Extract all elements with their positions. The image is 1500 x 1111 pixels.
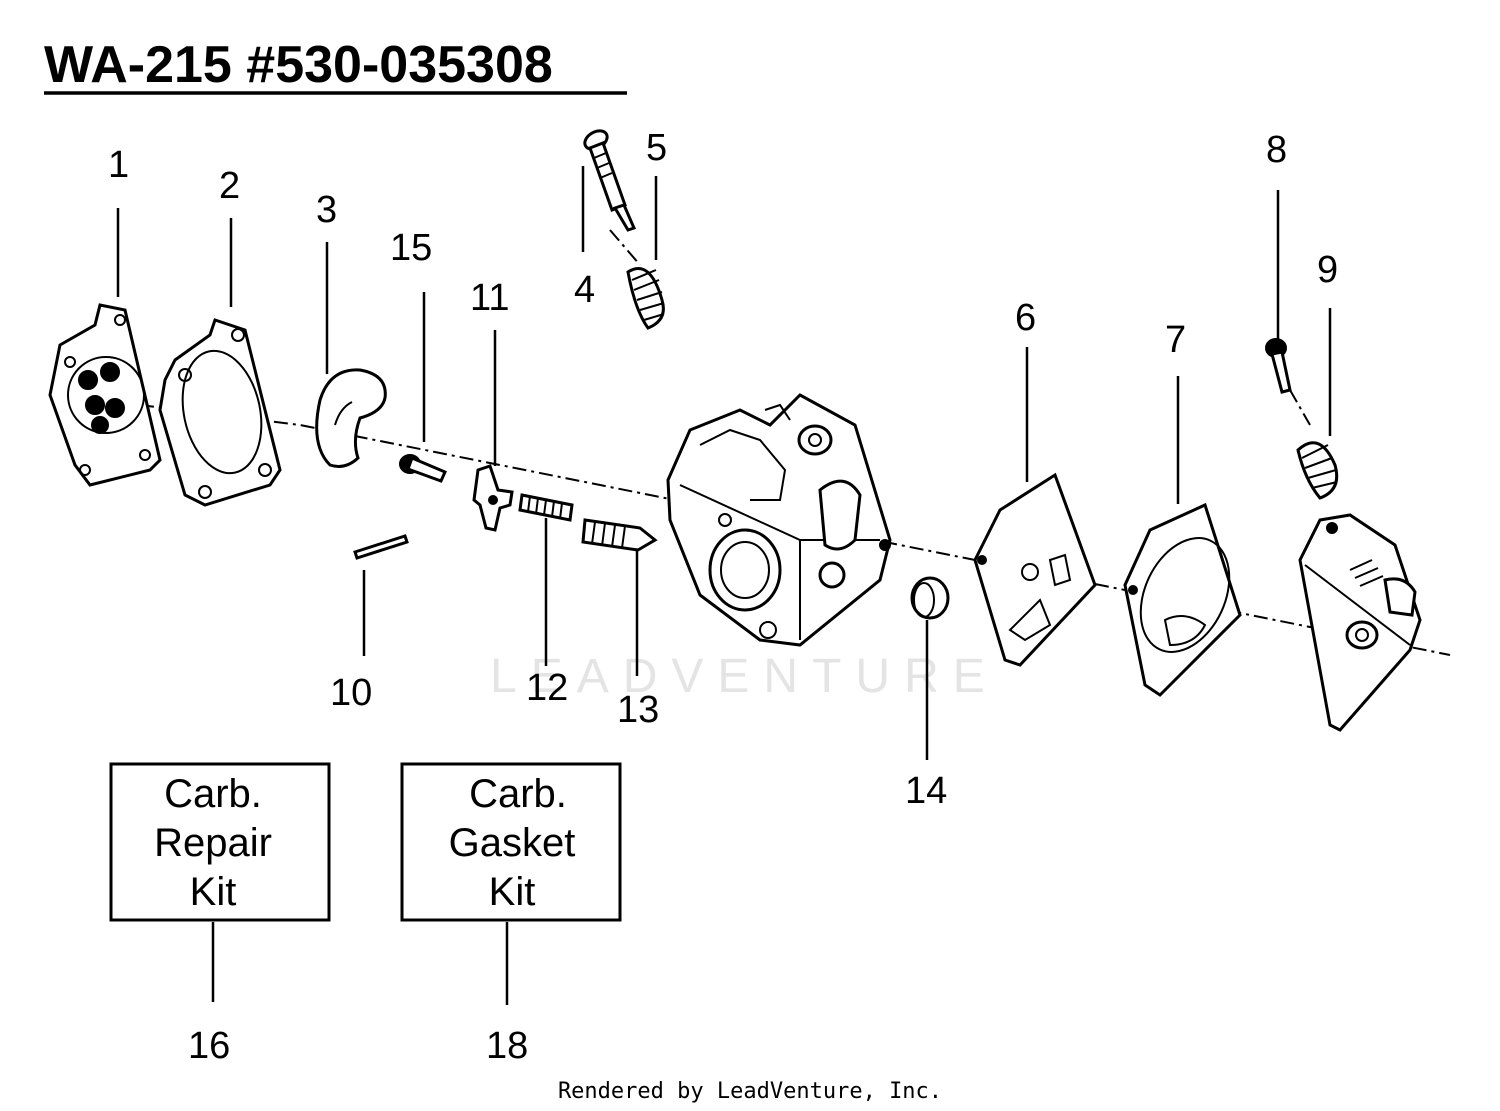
leader-lines	[116, 166, 1332, 1005]
callout-14: 14	[905, 770, 947, 812]
callout-1: 1	[108, 144, 129, 186]
part-14-welch-plug	[910, 576, 950, 620]
callout-9: 9	[1317, 249, 1338, 291]
callout-4: 4	[574, 269, 595, 311]
part-1-pump-cover	[48, 303, 162, 487]
part-8-adjusting-screw	[1265, 338, 1292, 394]
repair-kit-line-1: Carb.	[164, 772, 262, 816]
callout-18: 18	[486, 1025, 528, 1067]
carburetor-body	[666, 393, 892, 647]
axis-line-9	[1289, 389, 1311, 426]
callout-15: 15	[390, 227, 432, 269]
gasket-kit-line-2: Gasket	[449, 821, 576, 865]
callout-2: 2	[219, 165, 240, 207]
gasket-kit-line-3: Kit	[489, 870, 536, 914]
metering-cover	[1298, 513, 1422, 732]
gasket-kit-line-1: Carb.	[469, 772, 567, 816]
page-title: WA-215 #530-035308	[44, 36, 553, 94]
part-5-needle-spring	[626, 267, 665, 330]
part-2-pump-gasket	[158, 318, 282, 507]
carb-gasket-kit-box: Carb. Gasket Kit	[400, 762, 622, 922]
repair-kit-line-2: Repair	[154, 821, 272, 865]
part-4-adjusting-needle	[583, 129, 637, 232]
callout-12: 12	[526, 667, 568, 709]
part-11-metering-lever	[472, 464, 514, 532]
callout-5: 5	[646, 127, 667, 169]
callout-10: 10	[330, 672, 372, 714]
part-7-metering-diaphragm	[1123, 502, 1242, 697]
callout-13: 13	[617, 689, 659, 731]
part-15-screw	[399, 454, 447, 483]
axis-line-5	[609, 229, 641, 266]
part-6-metering-gasket	[973, 472, 1097, 667]
callout-3: 3	[316, 189, 337, 231]
watermark-text: LEADVENTURE	[490, 650, 999, 703]
callout-16: 16	[188, 1025, 230, 1067]
callout-8: 8	[1266, 129, 1287, 171]
repair-kit-line-3: Kit	[190, 870, 237, 914]
part-9-screw-spring	[1296, 441, 1339, 500]
callout-11: 11	[470, 277, 509, 319]
part-10-pin	[353, 534, 409, 560]
carb-repair-kit-box: Carb. Repair Kit	[109, 762, 331, 922]
part-12-metering-spring	[518, 493, 574, 522]
part-3-pump-diaphragm	[315, 368, 387, 468]
callout-7: 7	[1165, 319, 1186, 361]
part-13-inlet-needle	[581, 518, 658, 552]
callout-6: 6	[1015, 297, 1036, 339]
footer-credit: Rendered by LeadVenture, Inc.	[558, 1079, 942, 1104]
